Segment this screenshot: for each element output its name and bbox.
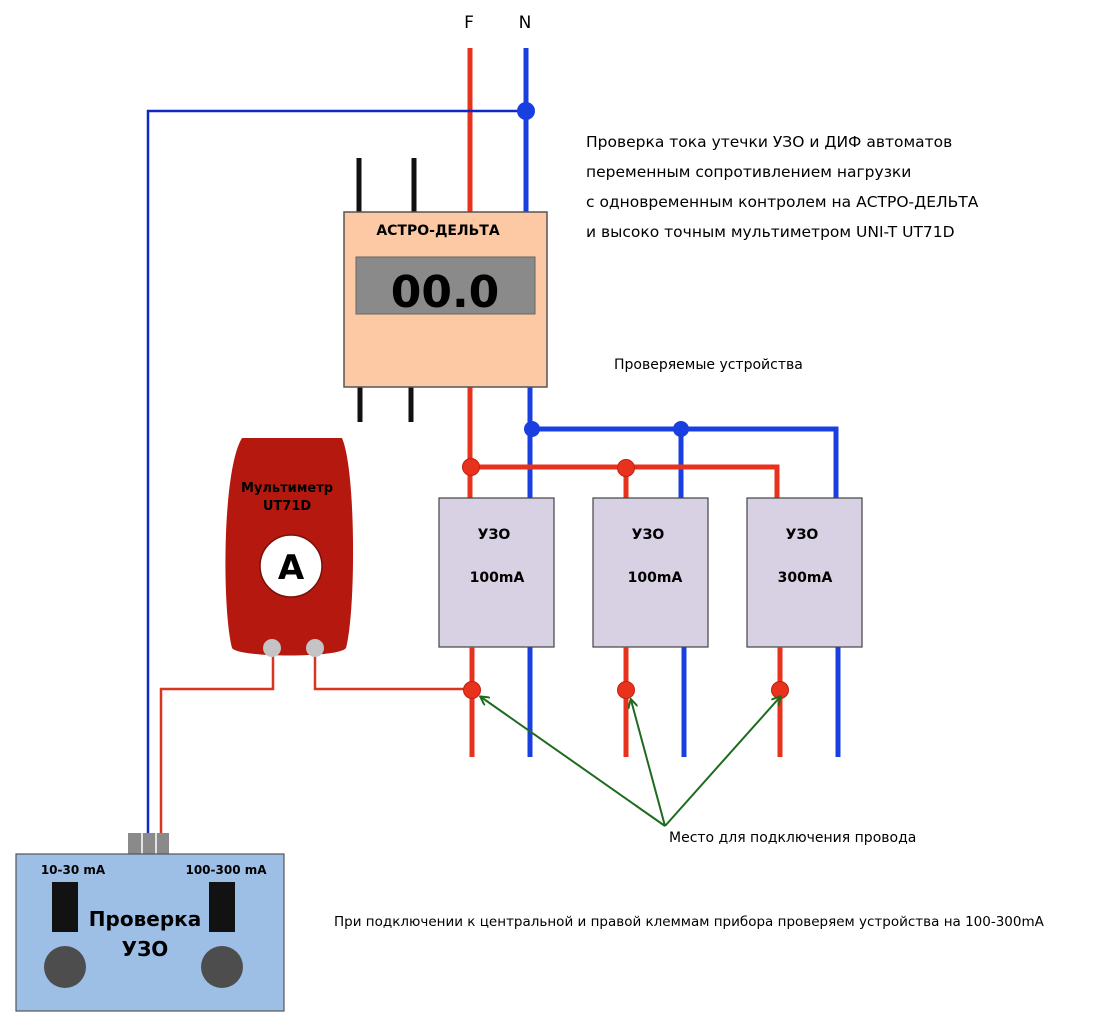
connection-caption: Место для подключения провода: [669, 830, 916, 846]
phase-line-label: F: [464, 13, 474, 33]
connection-point[interactable]: [617, 681, 635, 699]
uzo-device-3: УЗО 300mA: [746, 497, 863, 648]
devices-caption: Проверяемые устройства: [614, 357, 803, 373]
neutral-line-label: N: [519, 13, 532, 33]
multimeter-wires: [159, 650, 472, 838]
astro-delta-title: АСТРО-ДЕЛЬТА: [376, 223, 500, 239]
astro-delta-meter: АСТРО-ДЕЛЬТА 00.0: [343, 211, 548, 388]
uzo-name: УЗО: [632, 527, 665, 543]
footer-note: При подключении к центральной и правой к…: [334, 914, 1045, 930]
tester-switch-left[interactable]: [52, 882, 78, 932]
uzo-name: УЗО: [478, 527, 511, 543]
uzo-name: УЗО: [786, 527, 819, 543]
tester-range-right: 100-300 mA: [185, 863, 267, 877]
ammeter-symbol: A: [278, 548, 305, 588]
multimeter-terminal-com[interactable]: [263, 639, 281, 657]
astro-delta-display-value: 00.0: [391, 267, 500, 318]
svg-text:и высоко точным мультиметром U: и высоко точным мультиметром UNI-T UT71D: [586, 223, 955, 241]
neutral-junction: [517, 102, 535, 120]
connection-point[interactable]: [463, 681, 481, 699]
neutral-wire-main: [523, 48, 533, 498]
svg-text:с одновременным контролем на А: с одновременным контролем на АСТРО-ДЕЛЬТ…: [586, 193, 979, 211]
uzo-output-wires: [469, 647, 841, 757]
svg-text:Проверка тока утечки УЗО и ДИФ: Проверка тока утечки УЗО и ДИФ автоматов: [586, 133, 952, 151]
ammeter-dial: [259, 534, 323, 598]
tester-connector: [128, 833, 169, 856]
multimeter-title: Мультиметр: [241, 481, 333, 496]
tester-title-sub: УЗО: [122, 937, 169, 961]
tester-range-left: 10-30 mA: [41, 863, 106, 877]
multimeter: Мультиметр UT71D A: [225, 438, 354, 657]
phase-bus-junction: [617, 459, 635, 477]
astro-delta-legs: [356, 158, 417, 422]
tester-title: Проверка: [89, 907, 201, 931]
uzo-rating: 100mA: [628, 570, 683, 586]
astro-delta-display: [355, 256, 536, 315]
tester-switch-right[interactable]: [209, 882, 235, 932]
uzo-device-1: УЗО 100mA: [438, 497, 555, 648]
svg-text:переменным сопротивлением нагр: переменным сопротивлением нагрузки: [586, 163, 911, 181]
connection-arrows: [481, 697, 780, 827]
uzo-rating: 100mA: [470, 570, 525, 586]
multimeter-terminal-a[interactable]: [306, 639, 324, 657]
tester-neutral-wire: [146, 109, 526, 838]
connection-point[interactable]: [771, 681, 789, 699]
neutral-bus-junction: [524, 421, 540, 437]
phase-bus-junction: [462, 458, 480, 476]
uzo-device-2: УЗО 100mA: [592, 497, 709, 648]
description-text: Проверка тока утечки УЗО и ДИФ автоматов…: [586, 133, 979, 241]
tester-terminal-right[interactable]: [201, 946, 243, 988]
neutral-bus: [530, 426, 839, 498]
tester-terminal-left[interactable]: [44, 946, 86, 988]
uzo-tester: 10-30 mA 100-300 mA Проверка УЗО: [15, 853, 285, 1012]
neutral-bus-junction: [673, 421, 689, 437]
multimeter-model: UT71D: [263, 499, 312, 514]
uzo-rating: 300mA: [778, 570, 833, 586]
